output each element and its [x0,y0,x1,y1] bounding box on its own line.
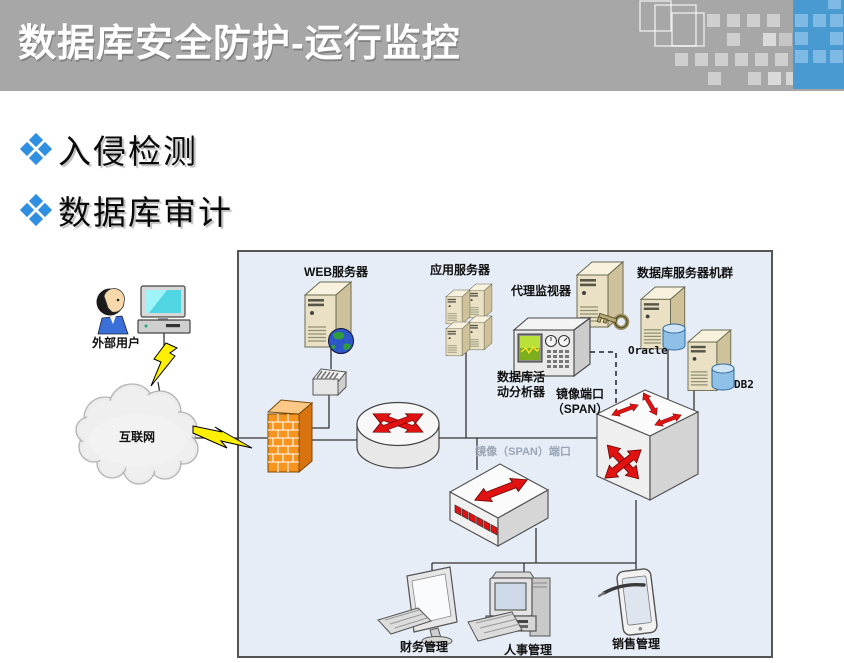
finance-workstation-icon [377,566,458,646]
external-user-icon [96,288,129,335]
analyzer-label-line2: 动分析器 [497,384,546,399]
web-server-icon [304,281,354,354]
mirror-span-port-label: 镜像（SPAN）端口 [475,444,571,458]
lightning-bolt-icon [192,425,253,449]
page-title: 数据库安全防护-运行监控 [18,23,461,65]
db2-server-icon [687,329,735,392]
firewall-icon [266,399,314,474]
blue-band [793,0,844,89]
access-switch-icon [448,463,550,548]
external-user-computer-icon [137,285,191,334]
app-server-label: 应用服务器 [430,262,491,277]
analyzer-label-line1: 数据库活 [497,369,545,384]
outline-squares-icon [639,0,705,47]
mirror-port-label-line2: （SPAN） [552,401,608,416]
finance-label: 财务管理 [399,639,448,654]
list-item: 数据库审计 [19,187,233,233]
switch-ports [454,504,498,536]
key-icon [596,312,630,330]
mirror-port-label-line1: 镜像端口 [556,386,604,401]
sales-label: 销售管理 [612,636,660,651]
db-cluster-label: 数据库服务器机群 [637,265,733,280]
internet-cloud-icon [75,383,199,485]
db2-label: DB2 [734,378,754,391]
slide-header: 数据库安全防护-运行监控 [0,0,844,91]
external-user-label: 外部用户 [92,335,140,350]
bullet-label: 数据库审计 [58,194,233,231]
hr-workstation-icon [467,571,551,642]
router-icon [356,401,440,469]
sales-tablet-icon [597,568,658,636]
lightning-bolt-icon [150,342,178,387]
proxy-monitor-icon [576,261,630,330]
list-item: 入侵检测 [19,126,233,172]
hr-label: 人事管理 [504,642,552,657]
oracle-label: Oracle [628,344,668,357]
header-decoration [639,0,844,89]
internet-label: 互联网 [119,430,155,444]
db-analyzer-icon [512,316,592,378]
bullet-list: 入侵检测 数据库审计 [19,126,233,248]
oracle-server-icon [640,286,686,351]
gray-squares-icon [675,14,799,85]
hub-icon [312,368,347,397]
proxy-monitor-label: 代理监视器 [510,283,572,298]
bullet-label: 入侵检测 [58,133,198,170]
web-server-label: WEB服务器 [304,264,369,279]
core-switch-icon [595,389,700,502]
